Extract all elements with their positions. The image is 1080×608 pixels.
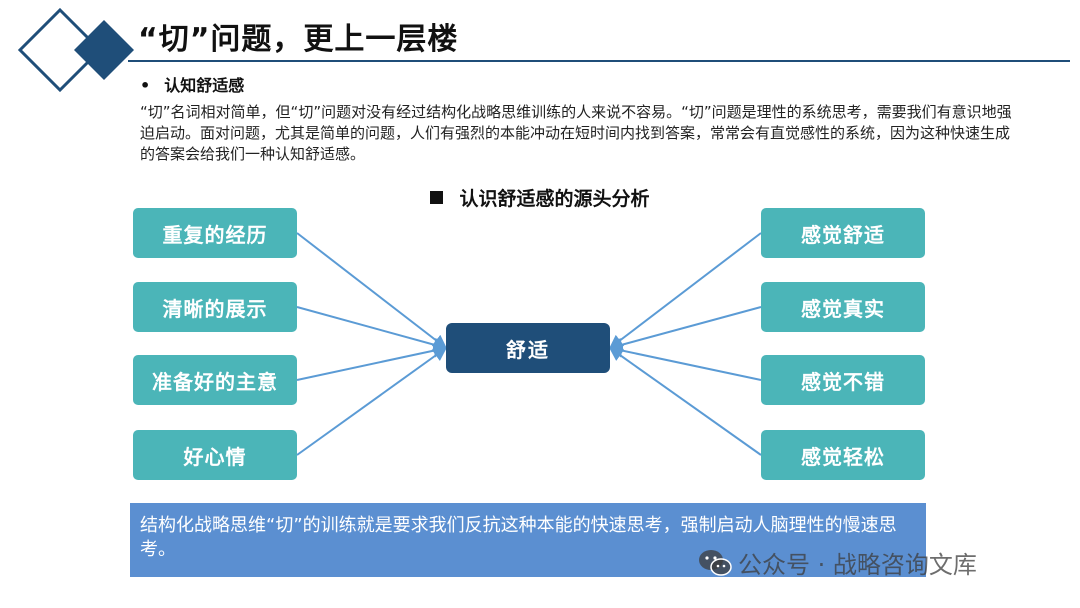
right-box-1: 感觉舒适 [761,208,925,258]
diagram-heading: 认识舒适感的源头分析 [459,188,650,210]
logo [17,7,134,93]
watermark: 公众号 · 战略咨询文库 [698,545,977,580]
logo-diamond-outline [17,7,103,93]
page-title: “切”问题，更上一层楼 [138,22,459,57]
connector-right-1 [608,232,762,349]
summary-banner: 结构化战略思维“切”的训练就是要求我们反抗这种本能的快速思考，强制启动人脑理性的… [130,503,926,577]
right-box-2: 感觉真实 [761,282,925,332]
left-box-4: 好心情 [133,430,297,480]
connector-left-2 [296,306,448,352]
left-box-3: 准备好的主意 [133,355,297,405]
bullet-icon: • [140,76,151,95]
watermark-text: 公众号 · 战略咨询文库 [738,551,977,579]
right-box-4: 感觉轻松 [761,430,925,480]
connector-left-3 [296,343,448,381]
title-divider [128,60,1070,62]
section-heading: 认知舒适感 [164,76,245,95]
summary-text: 结构化战略思维“切”的训练就是要求我们反抗这种本能的快速思考，强制启动人脑理性的… [140,515,897,560]
diagram-heading-row: 认识舒适感的源头分析 [0,184,1080,211]
connector-left-1 [296,232,448,349]
square-bullet-icon [430,191,444,204]
intro-paragraph: “切”名词相对简单，但“切”问题对没有经过结构化战略思维训练的人来说不容易。“切… [140,103,1012,163]
center-box: 舒适 [446,323,610,373]
logo-diamond-filled [74,20,134,80]
connector-right-4 [608,347,762,456]
left-box-1: 重复的经历 [133,208,297,258]
connector-right-3 [608,343,762,381]
connector-right-2 [608,306,762,352]
left-box-2: 清晰的展示 [133,282,297,332]
wechat-icon [699,549,732,576]
connector-left-4 [296,347,448,456]
right-box-3: 感觉不错 [761,355,925,405]
section-heading-row: • 认知舒适感 [140,72,244,96]
